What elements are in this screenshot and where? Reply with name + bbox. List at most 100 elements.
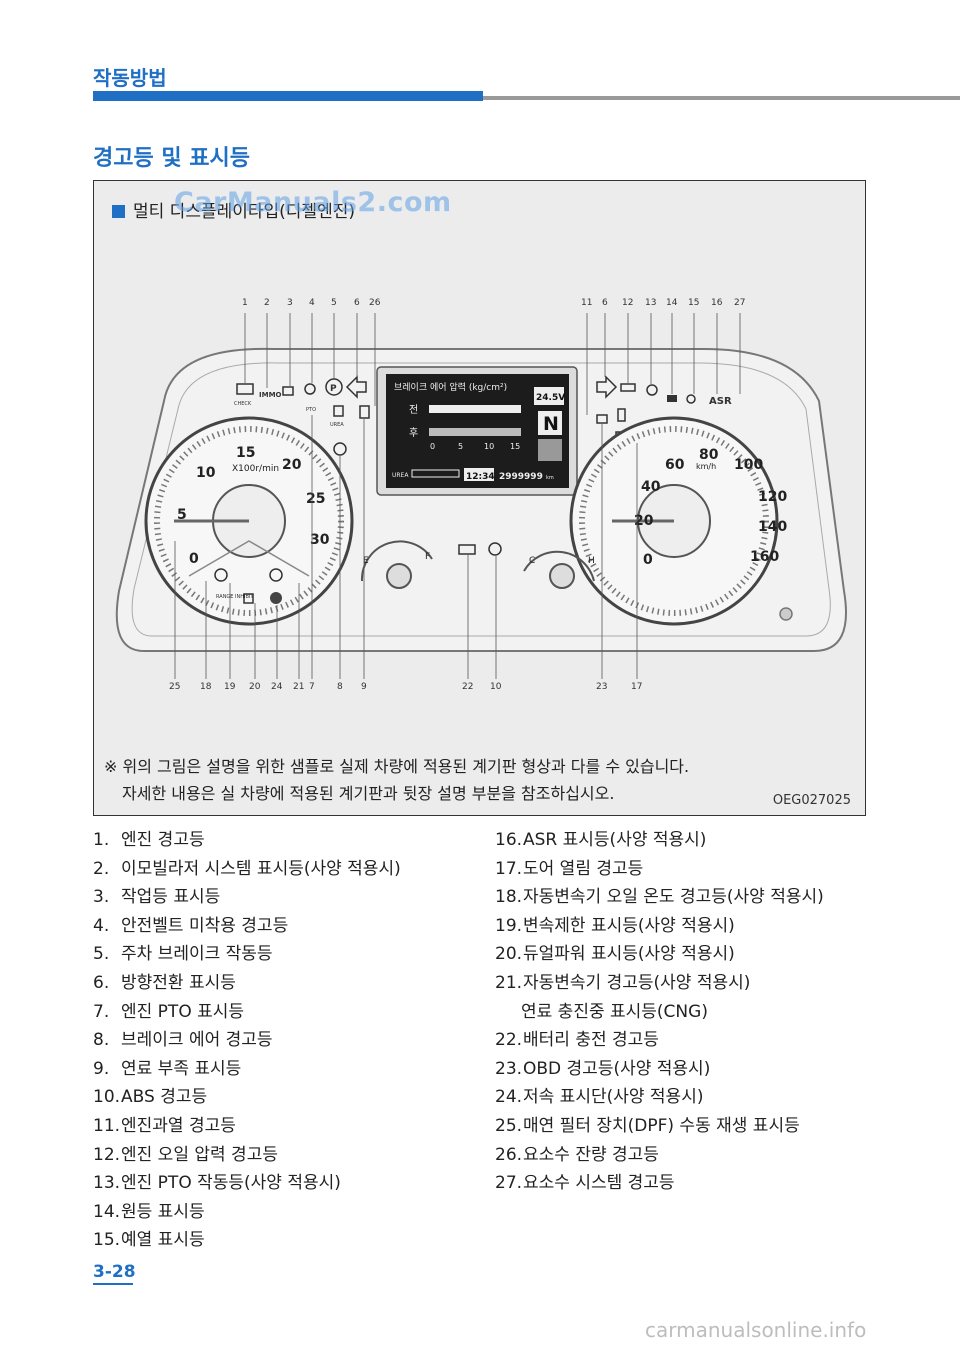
work-light-icon	[282, 386, 294, 396]
callout-5: 5	[331, 298, 337, 308]
caption-square-icon	[112, 205, 125, 218]
list-item: 24.저속 표시단(사양 적용시)	[495, 1087, 704, 1108]
speedo-tick-140: 140	[758, 519, 787, 535]
temp-cold-label: C	[529, 556, 535, 566]
callout-6-left: 6	[354, 298, 360, 308]
list-item: 23.OBD 경고등(사양 적용시)	[495, 1058, 711, 1079]
callout-2: 2	[264, 298, 270, 308]
temp-hot-label: H	[588, 556, 595, 566]
urea-bar	[411, 469, 460, 478]
speedo-tick-60: 60	[665, 457, 685, 473]
list-item: 19.변속제한 표시등(사양 적용시)	[495, 915, 735, 936]
cluster-housing-inner	[131, 362, 831, 637]
list-item-continuation: 연료 충진중 표시등(CNG)	[521, 1001, 708, 1022]
dual-power-icon	[243, 593, 254, 604]
door-open-icon	[617, 408, 626, 422]
brake-air-icon	[333, 442, 347, 456]
list-item: 22.배터리 충전 경고등	[495, 1030, 659, 1051]
callout-15: 15	[688, 298, 699, 308]
list-item: 12.엔진 오일 압력 경고등	[93, 1144, 278, 1165]
callout-8: 8	[337, 682, 343, 692]
fuel-low-icon	[359, 405, 370, 419]
display-clock: 12:34	[466, 472, 495, 482]
list-item: 26.요소수 잔량 경고등	[495, 1144, 659, 1165]
tach-tick-15: 15	[236, 445, 255, 461]
callout-23: 23	[596, 682, 607, 692]
figure-caption-text: 멀티 디스플레이타입(디젤엔진)	[133, 202, 355, 222]
list-item: 16.ASR 표시등(사양 적용시)	[495, 830, 707, 850]
page-heading: 경고등 및 표시등	[93, 146, 250, 171]
tach-tick-0: 0	[189, 551, 199, 567]
seatbelt-icon	[304, 383, 316, 395]
header-rule-blue	[93, 91, 483, 101]
callout-4: 4	[309, 298, 315, 308]
figure-code: OEG027025	[772, 793, 851, 808]
list-item: 4.안전벨트 미착용 경고등	[93, 915, 289, 936]
list-item: 11.엔진과열 경고등	[93, 1115, 236, 1136]
svg-text:P: P	[330, 384, 337, 394]
speedometer: km/h 0 20 40 60 80 100 120 140 160	[569, 416, 787, 626]
page-number-underline	[93, 1283, 133, 1285]
speedo-unit: km/h	[696, 462, 716, 471]
center-display: 브레이크 에어 압력 (kg/cm²) 전 후 0 5 10 15 24.5V …	[376, 366, 578, 496]
speedo-tick-0: 0	[643, 552, 653, 568]
callout-6-right: 6	[602, 298, 608, 308]
list-item: 21.자동변속기 경고등(사양 적용시)	[495, 972, 751, 993]
abs-icon	[488, 542, 502, 556]
header-rule-grey	[483, 96, 960, 100]
coolant-temp-icon	[596, 414, 608, 424]
list-item: 7.엔진 PTO 표시등	[93, 1001, 245, 1022]
pto-label: PTO	[306, 407, 316, 413]
display-odo-unit: km	[546, 475, 554, 481]
high-beam-icon	[667, 395, 677, 402]
list-item: 25.매연 필터 장치(DPF) 수동 재생 표시등	[495, 1115, 800, 1136]
trans-oil-temp-icon	[269, 568, 283, 582]
scale-15: 15	[510, 442, 520, 451]
callout-24: 24	[271, 682, 283, 692]
turn-left-arrow-icon	[345, 375, 367, 399]
scale-0: 0	[430, 442, 435, 451]
tach-tick-20: 20	[282, 457, 302, 473]
center-lower-icons: RANGE INHIBIT	[214, 542, 793, 621]
trip-reset-knob	[779, 607, 793, 621]
speedo-tick-20: 20	[634, 513, 654, 529]
callout-3: 3	[287, 298, 293, 308]
figure-caption: 멀티 디스플레이타입(디젤엔진)	[112, 197, 355, 222]
list-item: 14.원등 표시등	[93, 1201, 205, 1222]
tachometer: X100r/min 0 5 10 15 20 25 30	[144, 416, 354, 626]
list-item: 20.듀얼파워 표시등(사양 적용시)	[495, 944, 735, 965]
list-item: 6.방향전환 표시등	[93, 972, 236, 993]
fuel-empty-label: E	[363, 556, 369, 566]
display-rear-label: 후	[409, 427, 418, 439]
tach-tick-25: 25	[306, 491, 325, 507]
speedo-tick-120: 120	[758, 489, 787, 505]
tach-tick-10: 10	[196, 465, 216, 481]
pto-active-icon	[646, 384, 658, 396]
cluster-figure: 멀티 디스플레이타입(디젤엔진) CarManuals2.com X100r/m…	[93, 180, 866, 816]
callout-17: 17	[631, 682, 642, 692]
callout-13: 13	[645, 298, 656, 308]
tach-tick-30: 30	[310, 532, 330, 548]
callout-14: 14	[666, 298, 678, 308]
list-item: 13.엔진 PTO 작동등(사양 적용시)	[93, 1173, 341, 1194]
callout-1: 1	[242, 298, 248, 308]
oil-pressure-icon	[620, 383, 636, 392]
display-odometer: 2999999	[499, 472, 543, 482]
callout-12: 12	[622, 298, 633, 308]
turn-right-arrow-icon	[596, 375, 618, 399]
battery-icon	[458, 544, 476, 555]
instrument-cluster-drawing: X100r/min 0 5 10 15 20 25 30 CHECK IMMO …	[115, 298, 847, 692]
glow-plug-icon	[686, 394, 696, 404]
callout-27: 27	[734, 298, 745, 308]
check-label: CHECK	[234, 401, 252, 407]
speedo-tick-100: 100	[734, 457, 763, 473]
scale-5: 5	[458, 442, 463, 451]
figure-note: ※ 위의 그림은 설명을 위한 샘플로 실제 차량에 적용된 계기판 형상과 다…	[104, 753, 689, 807]
callout-19: 19	[224, 682, 236, 692]
display-gear: N	[543, 413, 559, 435]
range-inhibit-label: RANGE INHIBIT	[216, 594, 254, 600]
urea-label: UREA	[330, 422, 344, 428]
display-voltage: 24.5V	[536, 393, 565, 403]
list-item: 9.연료 부족 표시등	[93, 1058, 242, 1079]
speedo-tick-160: 160	[750, 549, 779, 565]
